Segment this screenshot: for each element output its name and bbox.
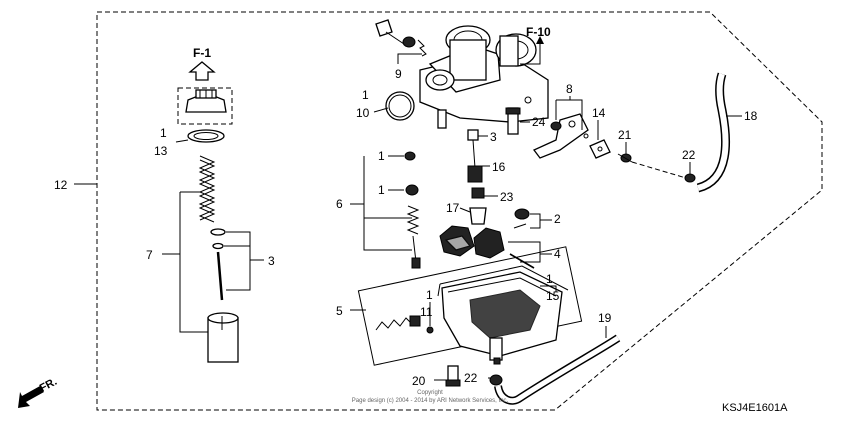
leader-2: [530, 213, 552, 229]
callout-17: 17: [446, 201, 460, 215]
callout-21: 21: [618, 128, 632, 142]
callout-1-small: 1: [426, 288, 433, 302]
leader-15: [540, 285, 557, 292]
air-vent-tube[interactable]: [696, 72, 731, 193]
throttle-valve-spring[interactable]: [198, 155, 216, 223]
callout-8: 8: [566, 82, 573, 96]
copyright-line-2: Page design (c) 2004 - 2014 by ARI Netwo…: [352, 398, 509, 404]
leader-13: [175, 139, 189, 143]
float-valve[interactable]: [469, 207, 487, 225]
callout-12: 12: [54, 178, 68, 192]
pilot-screw-washer-b[interactable]: [405, 184, 419, 196]
callout-18: 18: [744, 109, 758, 123]
needle-clip-set[interactable]: [210, 228, 226, 250]
drain-screw-bottom[interactable]: [445, 365, 461, 387]
callout-3-left: 3: [268, 254, 275, 268]
ref-arrow-f10[interactable]: [520, 36, 544, 65]
float[interactable]: [439, 225, 505, 259]
pilot-screw[interactable]: [406, 205, 421, 269]
front-direction-indicator: FR.: [18, 376, 59, 408]
needle-jet-holder[interactable]: [467, 129, 483, 183]
dashed-link-21: [631, 161, 687, 179]
float-clip[interactable]: [513, 208, 530, 229]
leader-4: [508, 241, 552, 263]
cap-gasket-inner: [193, 132, 219, 140]
float-chamber[interactable]: [441, 271, 563, 365]
callout-6: 6: [336, 197, 343, 211]
leader-17: [459, 207, 471, 213]
float-pin[interactable]: [509, 253, 535, 269]
callout-15: 15: [546, 289, 560, 303]
callout-1-cap: 1: [160, 126, 167, 140]
leader-3-left: [224, 231, 264, 291]
drain-tube[interactable]: [494, 334, 621, 405]
callout-3-mid: 3: [490, 130, 497, 144]
drain-screw[interactable]: [375, 315, 421, 331]
callout-16: 16: [492, 160, 506, 174]
o-ring-inner: [388, 94, 412, 118]
callout-4: 4: [554, 247, 561, 261]
ref-arrow-f1[interactable]: [188, 61, 216, 81]
float-chamber-gasket[interactable]: [437, 265, 569, 297]
leader-8: [555, 96, 583, 130]
ref-f1-label: F-1: [193, 46, 211, 60]
callout-19: 19: [598, 311, 612, 325]
holder-screw[interactable]: [617, 153, 633, 163]
up-arrow-icon: [536, 36, 544, 44]
vent-tube-clip[interactable]: [684, 173, 696, 183]
front-arrow-icon: [18, 386, 44, 408]
leader-9: [397, 53, 422, 64]
jet-needle[interactable]: [216, 251, 224, 301]
leader-7: [162, 191, 208, 333]
callout-22-bot: 22: [464, 371, 478, 385]
throttle-valve[interactable]: [207, 312, 239, 363]
cap-gasket[interactable]: [187, 129, 225, 143]
callout-5: 5: [336, 304, 343, 318]
callout-2: 2: [554, 212, 561, 226]
throttle-stop-screw[interactable]: [375, 19, 427, 57]
carburetor-top-cap[interactable]: [185, 89, 227, 113]
leader-6: [350, 155, 412, 251]
pilot-screw-washer-a[interactable]: [404, 151, 416, 161]
diagram-code: KSJ4E1601A: [722, 402, 788, 414]
callout-24: 24: [532, 115, 546, 129]
callout-1-b: 1: [378, 183, 385, 197]
callout-11: 11: [420, 305, 433, 319]
callout-10: 10: [356, 106, 370, 120]
callout-9: 9: [395, 67, 402, 81]
front-label: FR.: [38, 376, 59, 395]
main-jet[interactable]: [471, 187, 485, 199]
bowl-screw-washer[interactable]: [426, 326, 434, 334]
callout-23: 23: [500, 190, 514, 204]
starter-valve-plug[interactable]: [505, 107, 521, 135]
callout-13: 13: [154, 144, 168, 158]
ref-f10-label: F-10: [526, 25, 551, 39]
callout-1-bowl: 1: [546, 272, 553, 286]
leader-10: [373, 107, 389, 113]
up-arrow-icon: [188, 61, 216, 81]
callout-1-a: 1: [378, 149, 385, 163]
callout-7: 7: [146, 248, 153, 262]
assembly-border: [96, 11, 823, 411]
callout-22-top: 22: [682, 148, 696, 162]
copyright-line-1: Copyright: [417, 390, 443, 396]
carburetor-body[interactable]: [419, 25, 549, 129]
choke-cable-holder[interactable]: [589, 139, 611, 159]
cap-dashed-box: [177, 87, 233, 125]
drain-tube-clip[interactable]: [489, 374, 503, 386]
callout-1-carb: 1: [362, 88, 369, 102]
choke-lever[interactable]: [532, 113, 589, 159]
callout-20: 20: [412, 374, 426, 388]
o-ring[interactable]: [385, 91, 415, 121]
callout-14: 14: [592, 106, 606, 120]
